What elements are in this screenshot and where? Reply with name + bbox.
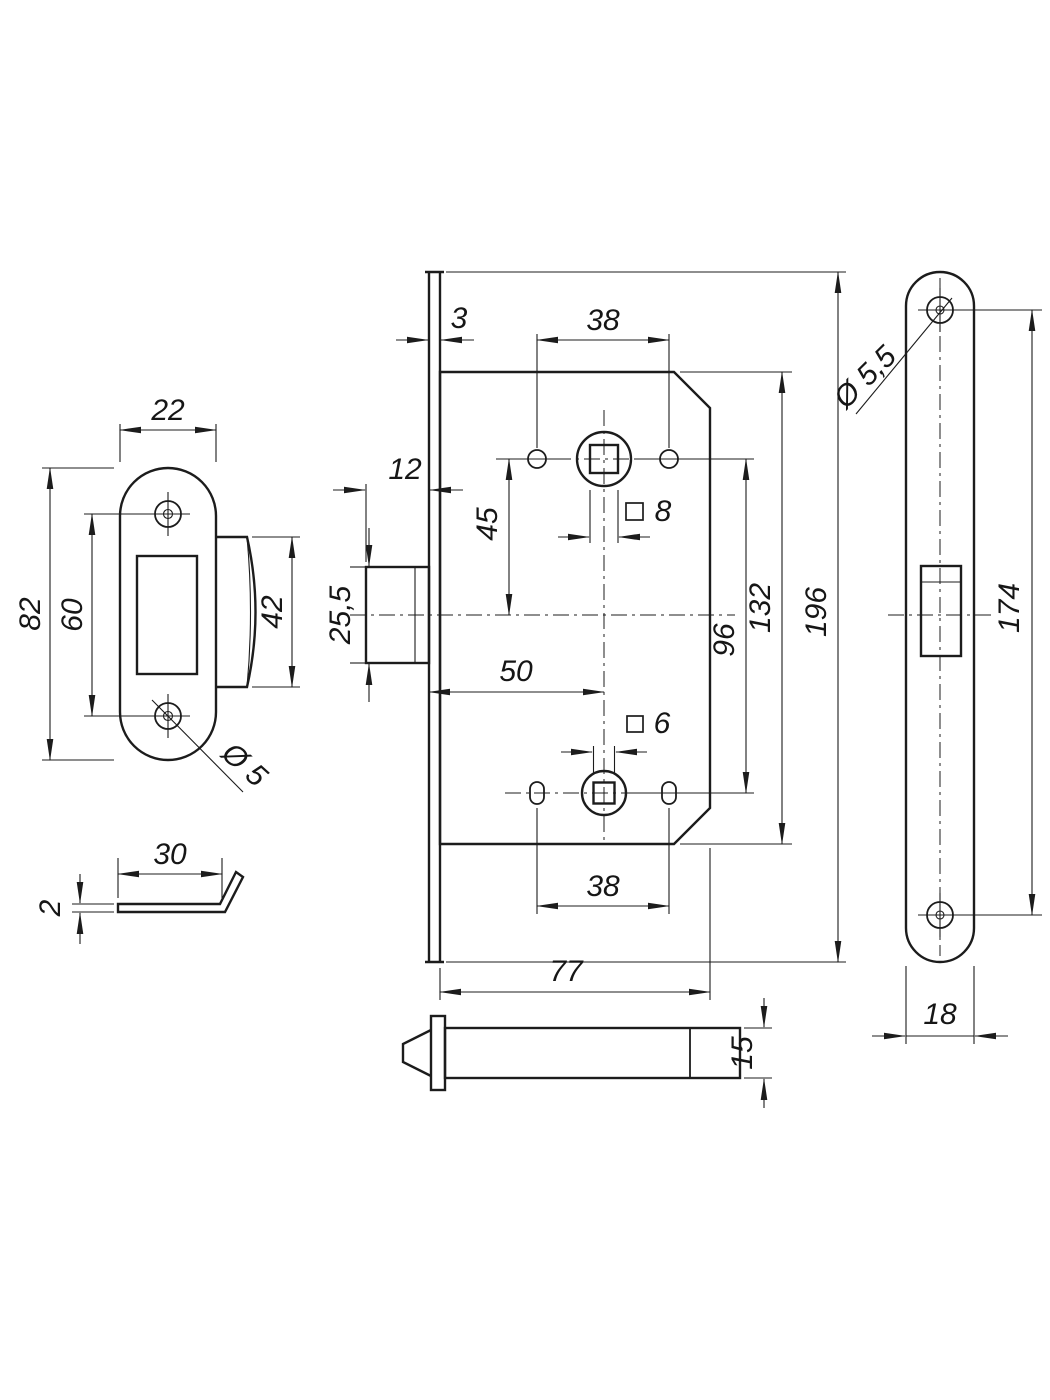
latch-bolt-side-view: 15 [401,998,772,1108]
dim-label-latch-height: 25,5 [324,585,357,645]
dim-label-strike-box-height: 42 [256,595,289,629]
dim-label-strike-screw-dia: Ø 5 [215,736,274,794]
dim-label-faceplate-width: 18 [923,998,957,1031]
dim-label-square-top: 8 [655,495,672,528]
dim-label-case-height: 132 [744,583,777,633]
dim-square-top: 8 [558,490,672,543]
dust-lip-outline [116,870,245,914]
dim-label-strike-height: 82 [14,597,47,631]
dim-label-latch-projection: 12 [388,453,422,486]
dim-backset: 50 [428,655,605,696]
dim-latch-thickness: 15 [726,998,772,1108]
dim-strike-height: 82 [14,467,114,761]
strike-dust-box-tab-inner [246,536,252,688]
dust-lip-view: 30 2 [34,838,245,944]
faceplate-outline [904,270,976,964]
dim-dust-lip-thickness: 2 [34,874,114,944]
dim-label-bottom-hole-spacing: 38 [586,870,620,903]
dim-label-strike-width: 22 [150,394,185,427]
dim-label-faceplate-thickness: 3 [451,302,468,335]
faceplate-screw-hole-bottom [918,893,962,937]
dim-label-latch-thickness: 15 [726,1036,759,1070]
square-section-symbol-top [625,502,644,521]
dim-spindle-to-latch: 45 [471,458,560,616]
spindle-follower-bottom [580,769,628,817]
dim-faceplate-screw-spacing: 174 [956,309,1042,916]
faceplate-latch-cutout [919,564,963,658]
strike-dust-box-tab [216,535,257,689]
dim-label-spindle-spacing: 96 [708,623,741,657]
slot-hole-bottom-left [529,781,545,805]
dim-faceplate-screw-dia: Ø 5,5 [827,297,953,416]
dim-spindle-spacing: 96 [628,458,754,794]
dim-label-dust-lip-width: 30 [153,838,187,871]
dim-faceplate-width: 18 [872,966,1008,1044]
dim-square-bottom: 6 [561,707,671,774]
strike-plate-outline [118,466,218,762]
dim-label-backset: 50 [499,655,533,688]
strike-latch-opening [135,554,199,676]
lock-case-outline [438,370,712,846]
dim-case-height: 132 [680,371,792,845]
dim-strike-screw-dia: Ø 5 [151,699,274,794]
dim-latch-height: 25,5 [324,528,373,702]
dim-latch-projection: 12 [333,453,463,562]
dim-dust-lip-width: 30 [117,838,223,898]
strike-screw-hole-top [146,492,190,536]
dim-label-faceplate-height: 196 [800,587,833,637]
latch-bolt-front [364,565,431,665]
spindle-follower-top [575,430,633,488]
dim-top-hole-spacing: 38 [536,304,670,448]
dim-strike-box-height: 42 [252,536,300,688]
faceplate-view: Ø 5,5 174 18 [827,270,1042,1044]
strike-plate-view: 22 82 60 42 Ø 5 [14,394,300,794]
dim-bottom-hole-spacing: 38 [536,808,670,914]
faceplate-screw-hole-top [918,288,962,332]
square-section-symbol-bottom [626,715,644,733]
dim-label-square-bottom: 6 [654,707,671,740]
dim-case-width: 77 [439,848,711,1000]
dim-faceplate-thickness: 3 [396,302,474,344]
dim-strike-width: 22 [119,394,217,462]
dim-label-top-hole-spacing: 38 [586,304,620,337]
dim-label-dust-lip-thickness: 2 [34,899,67,917]
dim-faceplate-height: 196 [446,271,846,963]
latch-bolt-tip [401,1028,432,1078]
latch-bolt-body [443,1026,742,1080]
lock-body-view: 3 38 12 45 8 [324,270,846,1000]
dim-label-case-width: 77 [549,955,584,988]
dim-strike-hole-spacing: 60 [56,513,152,717]
dim-label-strike-hole-spacing: 60 [56,598,89,632]
dim-label-faceplate-screw-spacing: 174 [993,583,1026,633]
faceplate-cross-section [429,1014,447,1092]
dim-label-spindle-to-latch: 45 [471,507,504,541]
